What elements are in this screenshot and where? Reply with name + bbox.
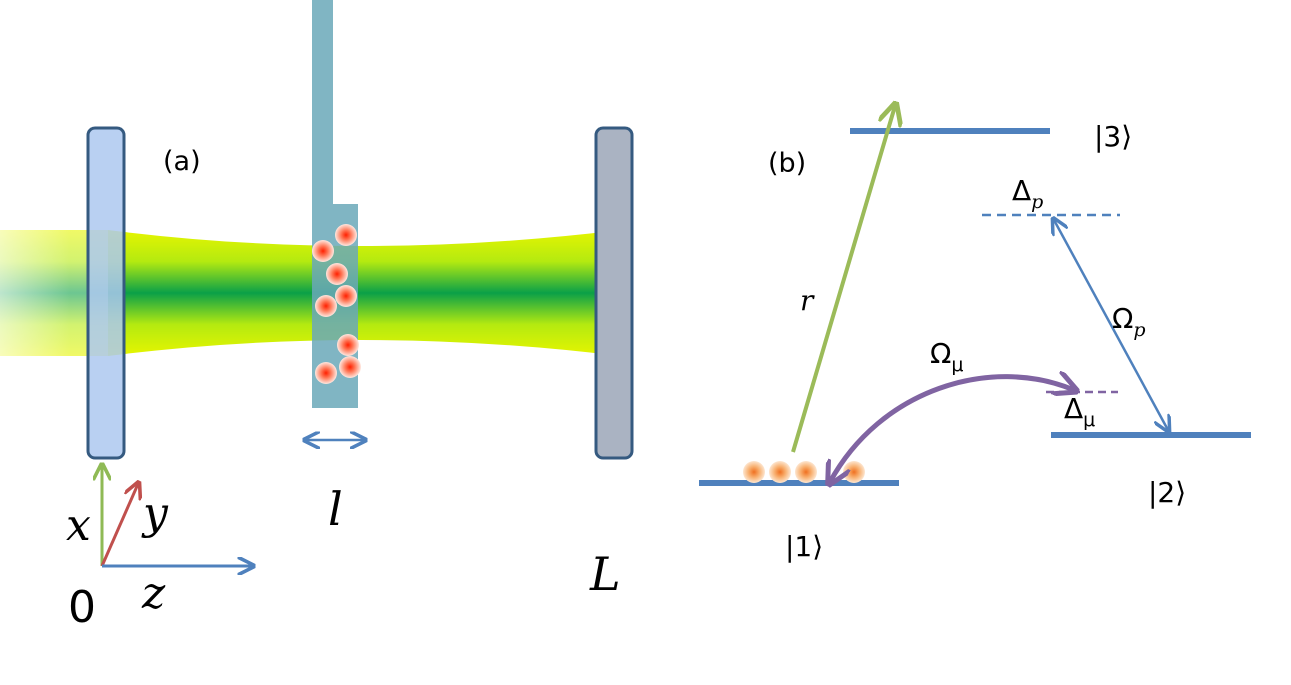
omega-mu-arrow: [830, 377, 1074, 482]
coordinate-axes: x y z 0: [66, 466, 252, 633]
ket-3-label: |3⟩: [1094, 120, 1132, 153]
atom: [339, 356, 361, 378]
panel-b: (b) |3⟩ |2⟩ |1⟩ r Δp Ωp: [699, 106, 1254, 563]
r-label: r: [800, 284, 815, 317]
right-mirror: [594, 126, 634, 460]
atom: [335, 224, 357, 246]
y-axis-label: y: [141, 488, 169, 539]
atom: [312, 240, 334, 262]
y-axis-arrow: [100, 484, 138, 567]
atom: [335, 285, 357, 307]
delta-mu-label: Δμ: [1064, 392, 1095, 431]
ground-state-atoms: [743, 461, 865, 483]
omega-mu-label: Ωμ: [930, 337, 964, 376]
atom: [743, 461, 765, 483]
input-beam-fade: [0, 230, 70, 356]
atom: [315, 295, 337, 317]
atom: [769, 461, 791, 483]
left-mirror: [86, 126, 126, 460]
atom: [795, 461, 817, 483]
atom: [337, 334, 359, 356]
cell-atoms: [312, 224, 361, 384]
cavity-length-label: L: [589, 547, 621, 601]
x-axis-label: x: [66, 500, 91, 551]
cavity-beam: [108, 230, 620, 356]
origin-label: 0: [68, 582, 96, 633]
omega-p-label: Ωp: [1112, 302, 1146, 341]
ket-1-label: |1⟩: [785, 530, 823, 563]
atom: [843, 461, 865, 483]
panel-a: (a) l L x y z 0: [0, 0, 634, 633]
r-transition-arrow: [791, 106, 895, 453]
panel-a-label: (a): [163, 146, 201, 177]
atom: [326, 263, 348, 285]
z-axis-label: z: [141, 568, 166, 619]
panel-b-label: (b): [768, 148, 806, 179]
delta-p-label: Δp: [1012, 174, 1043, 213]
cell-length-label: l: [328, 482, 343, 536]
ket-2-label: |2⟩: [1148, 476, 1186, 509]
omega-p-arrow: [1054, 220, 1168, 430]
atom: [315, 362, 337, 384]
